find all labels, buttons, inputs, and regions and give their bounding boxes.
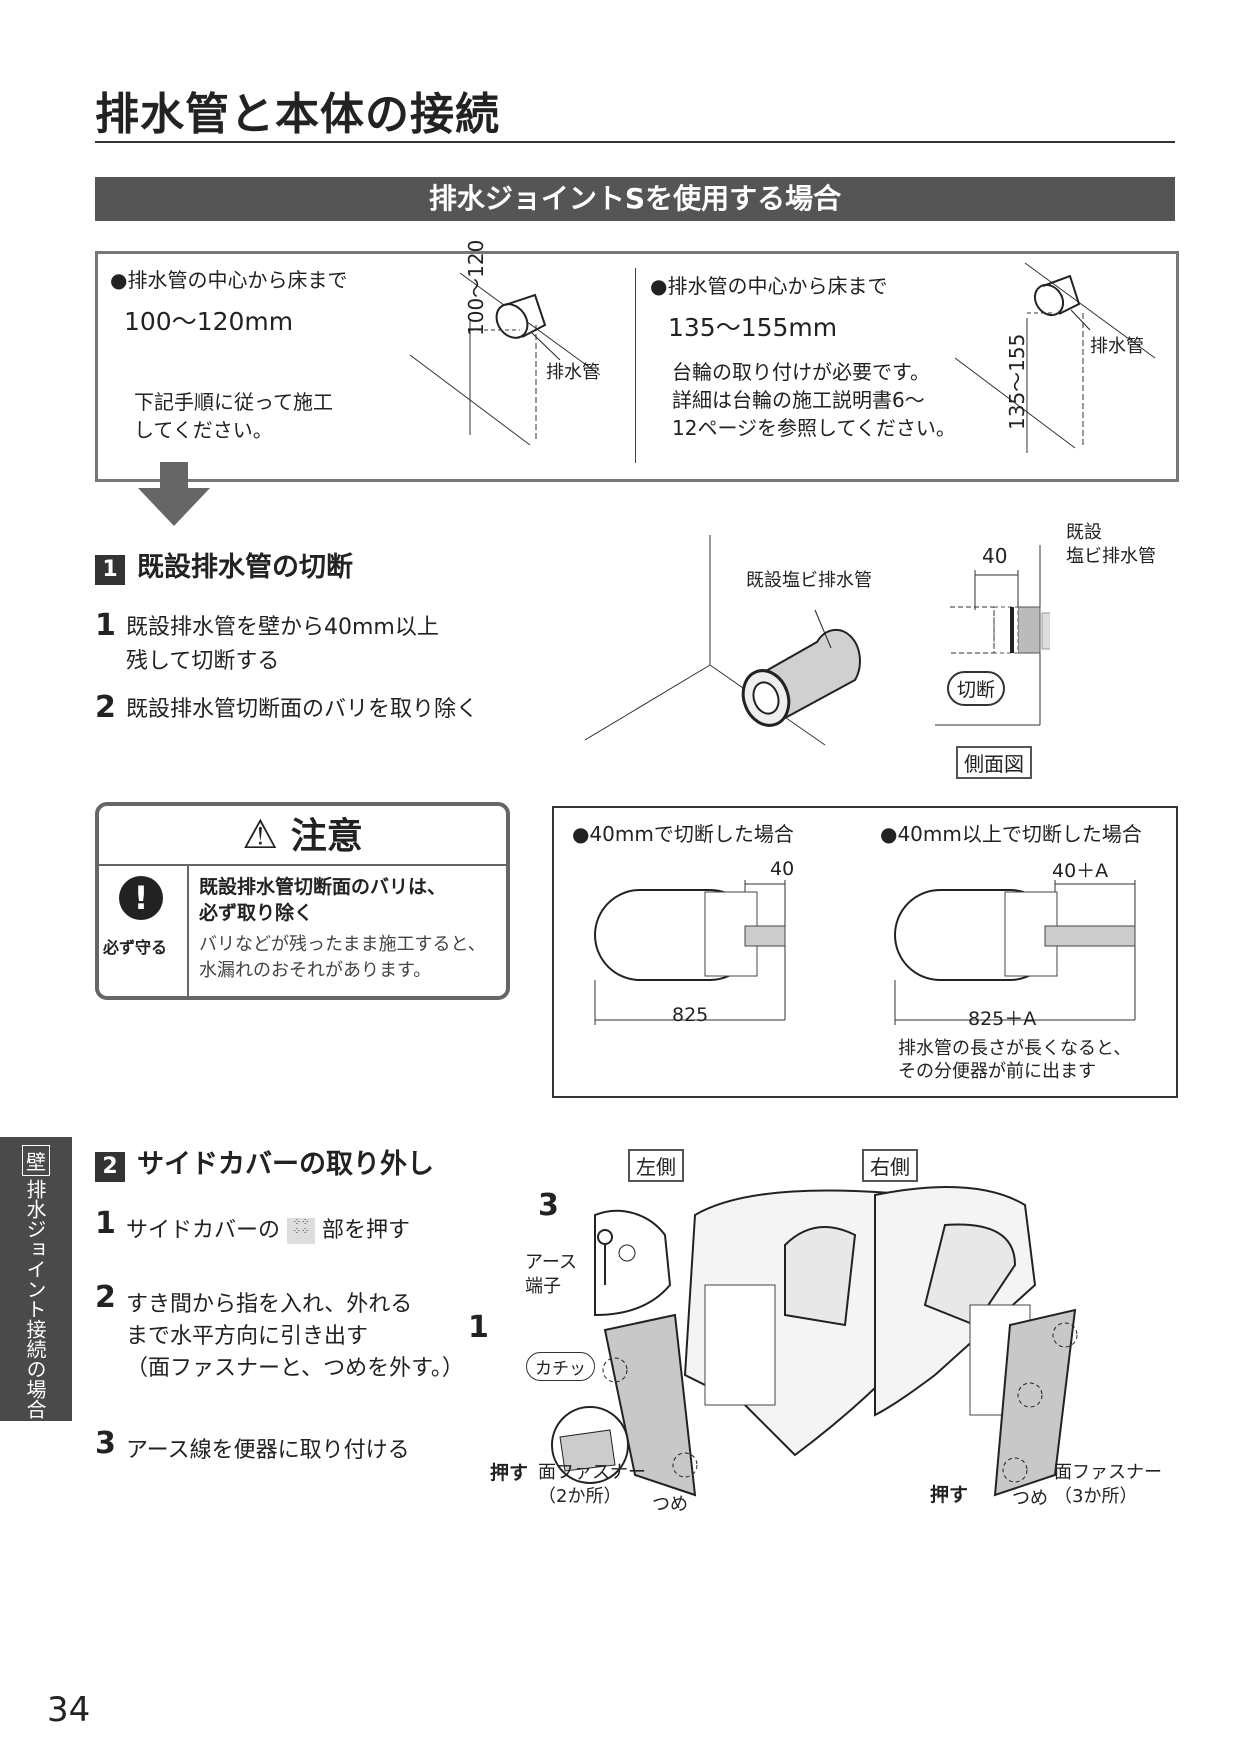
caution-box: ⚠ 注意 ! 必ず守る 既設排水管切断面のバリは、 必ず取り除く バリなどが残っ… bbox=[95, 802, 510, 1000]
side-tab-top: 壁 bbox=[22, 1145, 50, 1176]
side-view-label-2: 塩ビ排水管 bbox=[1066, 546, 1156, 567]
section-1-number: 1 bbox=[95, 555, 125, 585]
section-1-heading: 1 既設排水管の切断 bbox=[95, 545, 353, 585]
claw-right-label: つめ bbox=[1012, 1488, 1048, 1509]
left-range: 100〜120mm bbox=[124, 307, 294, 336]
compare-left-label: ●40mmで切断した場合 bbox=[572, 822, 794, 846]
s2-step-2-line1: すき間から指を入れ、外れる bbox=[126, 1292, 413, 1317]
exclamation-icon: ! bbox=[119, 876, 163, 920]
fig-callout-3: 3 bbox=[538, 1188, 559, 1223]
existing-pipe-illustration bbox=[585, 535, 861, 746]
warning-triangle-icon: ⚠ bbox=[242, 812, 279, 858]
s2-step-1-text: サイドカバーの ⁘⁘⁘⁘ 部を押す bbox=[126, 1212, 410, 1244]
s1-step-1-number: 1 bbox=[95, 608, 116, 643]
claw-left-label: つめ bbox=[652, 1494, 688, 1515]
caution-bold-1: 既設排水管切断面のバリは、 bbox=[199, 876, 447, 898]
side-cover-removal-illustration bbox=[551, 1186, 1078, 1497]
right-note-1: 台輪の取り付けが必要です。 bbox=[672, 360, 930, 384]
compare-note-2: その分便器が前に出ます bbox=[898, 1061, 1096, 1082]
earth-label-2: 端子 bbox=[525, 1276, 561, 1297]
click-label: カチッ bbox=[526, 1352, 595, 1381]
cut-length-comparison bbox=[552, 806, 1178, 1098]
left-dim-label: 100〜120 bbox=[464, 239, 488, 336]
page-title: 排水管と本体の接続 bbox=[95, 89, 500, 140]
left-note-1: 下記手順に従って施工 bbox=[134, 390, 333, 414]
fastener-right-1: 面ファスナー bbox=[1054, 1462, 1162, 1483]
title-divider bbox=[95, 141, 1175, 143]
push-right-label: 押す bbox=[930, 1484, 969, 1506]
section-2-number: 2 bbox=[95, 1152, 125, 1182]
caution-note-1: バリなどが残ったまま施工すると、 bbox=[199, 934, 486, 955]
compare-left-dim-top: 40 bbox=[770, 858, 795, 880]
s2-step-2-line3: （面ファスナーと、つめを外す。） bbox=[126, 1356, 464, 1381]
side-view-dim: 40 bbox=[982, 544, 1008, 568]
section-1-title: 既設排水管の切断 bbox=[137, 552, 353, 583]
compare-right-label: ●40mm以上で切断した場合 bbox=[880, 822, 1142, 846]
left-pipe-label: 排水管 bbox=[546, 362, 600, 383]
side-tab-vertical: 排水ジョイント接続の場合 bbox=[23, 1179, 47, 1419]
s2-step-1-after: 部を押す bbox=[322, 1218, 411, 1243]
down-arrow-icon bbox=[138, 462, 210, 526]
page-number: 34 bbox=[47, 1690, 91, 1730]
s1-step-1-line2: 残して切断する bbox=[126, 649, 280, 674]
compare-left-dim-bottom: 825 bbox=[672, 1004, 709, 1026]
s2-step-2-line2: まで水平方向に引き出す bbox=[126, 1324, 369, 1349]
push-left-label: 押す bbox=[490, 1462, 529, 1484]
right-condition-label: ●排水管の中心から床まで bbox=[650, 274, 888, 298]
fastener-right-2: （3か所） bbox=[1054, 1486, 1138, 1507]
s2-step-2-number: 2 bbox=[95, 1280, 116, 1315]
fastener-left-2: （2か所） bbox=[538, 1486, 622, 1507]
existing-pipe-label: 既設塩ビ排水管 bbox=[746, 570, 872, 591]
fastener-left-1: 面ファスナー bbox=[538, 1462, 646, 1483]
section-2-title: サイドカバーの取り外し bbox=[137, 1149, 434, 1180]
left-side-tag: 左側 bbox=[628, 1149, 684, 1182]
s1-step-2-number: 2 bbox=[95, 690, 116, 725]
s2-step-1-number: 1 bbox=[95, 1206, 116, 1241]
right-pipe-label: 排水管 bbox=[1090, 336, 1144, 357]
s2-step-3-line1: アース線を便器に取り付ける bbox=[126, 1438, 410, 1463]
caution-note-2: 水漏れのおそれがあります。 bbox=[199, 960, 432, 981]
s2-step-1-before: サイドカバーの bbox=[126, 1218, 281, 1243]
compare-right-dim-bottom: 825＋A bbox=[968, 1008, 1037, 1030]
section-banner: 排水ジョイントSを使用する場合 bbox=[95, 177, 1175, 221]
right-side-tag: 右側 bbox=[862, 1149, 918, 1182]
dotted-press-area-icon: ⁘⁘⁘⁘ bbox=[287, 1218, 316, 1244]
cut-label: 切断 bbox=[947, 671, 1006, 706]
caution-heading: 注意 bbox=[290, 816, 363, 857]
compare-right-dim-top: 40＋A bbox=[1052, 860, 1109, 882]
chapter-side-tab: 壁 排水ジョイント接続の場合 bbox=[0, 1137, 72, 1421]
right-note-2: 詳細は台輪の施工説明書6〜 bbox=[672, 388, 925, 412]
caution-badge-area: ! 必ず守る bbox=[99, 864, 189, 996]
side-view-label-1: 既設 bbox=[1066, 522, 1102, 543]
caution-bold-2: 必ず取り除く bbox=[199, 902, 314, 924]
right-range: 135〜155mm bbox=[668, 313, 838, 342]
side-view-caption: 側面図 bbox=[956, 746, 1032, 779]
info-divider bbox=[635, 268, 636, 463]
pipe-height-info-box bbox=[95, 251, 1179, 482]
toilet-top-view-40 bbox=[594, 880, 786, 1025]
toilet-top-view-40a bbox=[894, 880, 1136, 1025]
s1-step-2-line1: 既設排水管切断面のバリを取り除く bbox=[126, 697, 479, 722]
s2-step-3-number: 3 bbox=[95, 1426, 116, 1461]
left-pipe-diagram bbox=[410, 272, 601, 446]
section-2-heading: 2 サイドカバーの取り外し bbox=[95, 1142, 434, 1182]
right-note-3: 12ページを参照してください。 bbox=[672, 416, 956, 440]
s1-step-1-line1: 既設排水管を壁から40mm以上 bbox=[126, 615, 439, 640]
left-condition-label: ●排水管の中心から床まで bbox=[110, 268, 348, 292]
compare-note-1: 排水管の長さが長くなると、 bbox=[898, 1038, 1132, 1059]
left-note-2: してください。 bbox=[134, 418, 273, 442]
caution-header: ⚠ 注意 bbox=[99, 806, 506, 866]
fig-callout-1: 1 bbox=[468, 1310, 489, 1345]
side-view-diagram bbox=[935, 545, 1050, 726]
right-pipe-diagram bbox=[955, 262, 1156, 453]
earth-label-1: アース bbox=[525, 1252, 578, 1273]
caution-badge-label: 必ず守る bbox=[103, 938, 168, 957]
right-dim-label: 135〜155 bbox=[1005, 333, 1029, 430]
